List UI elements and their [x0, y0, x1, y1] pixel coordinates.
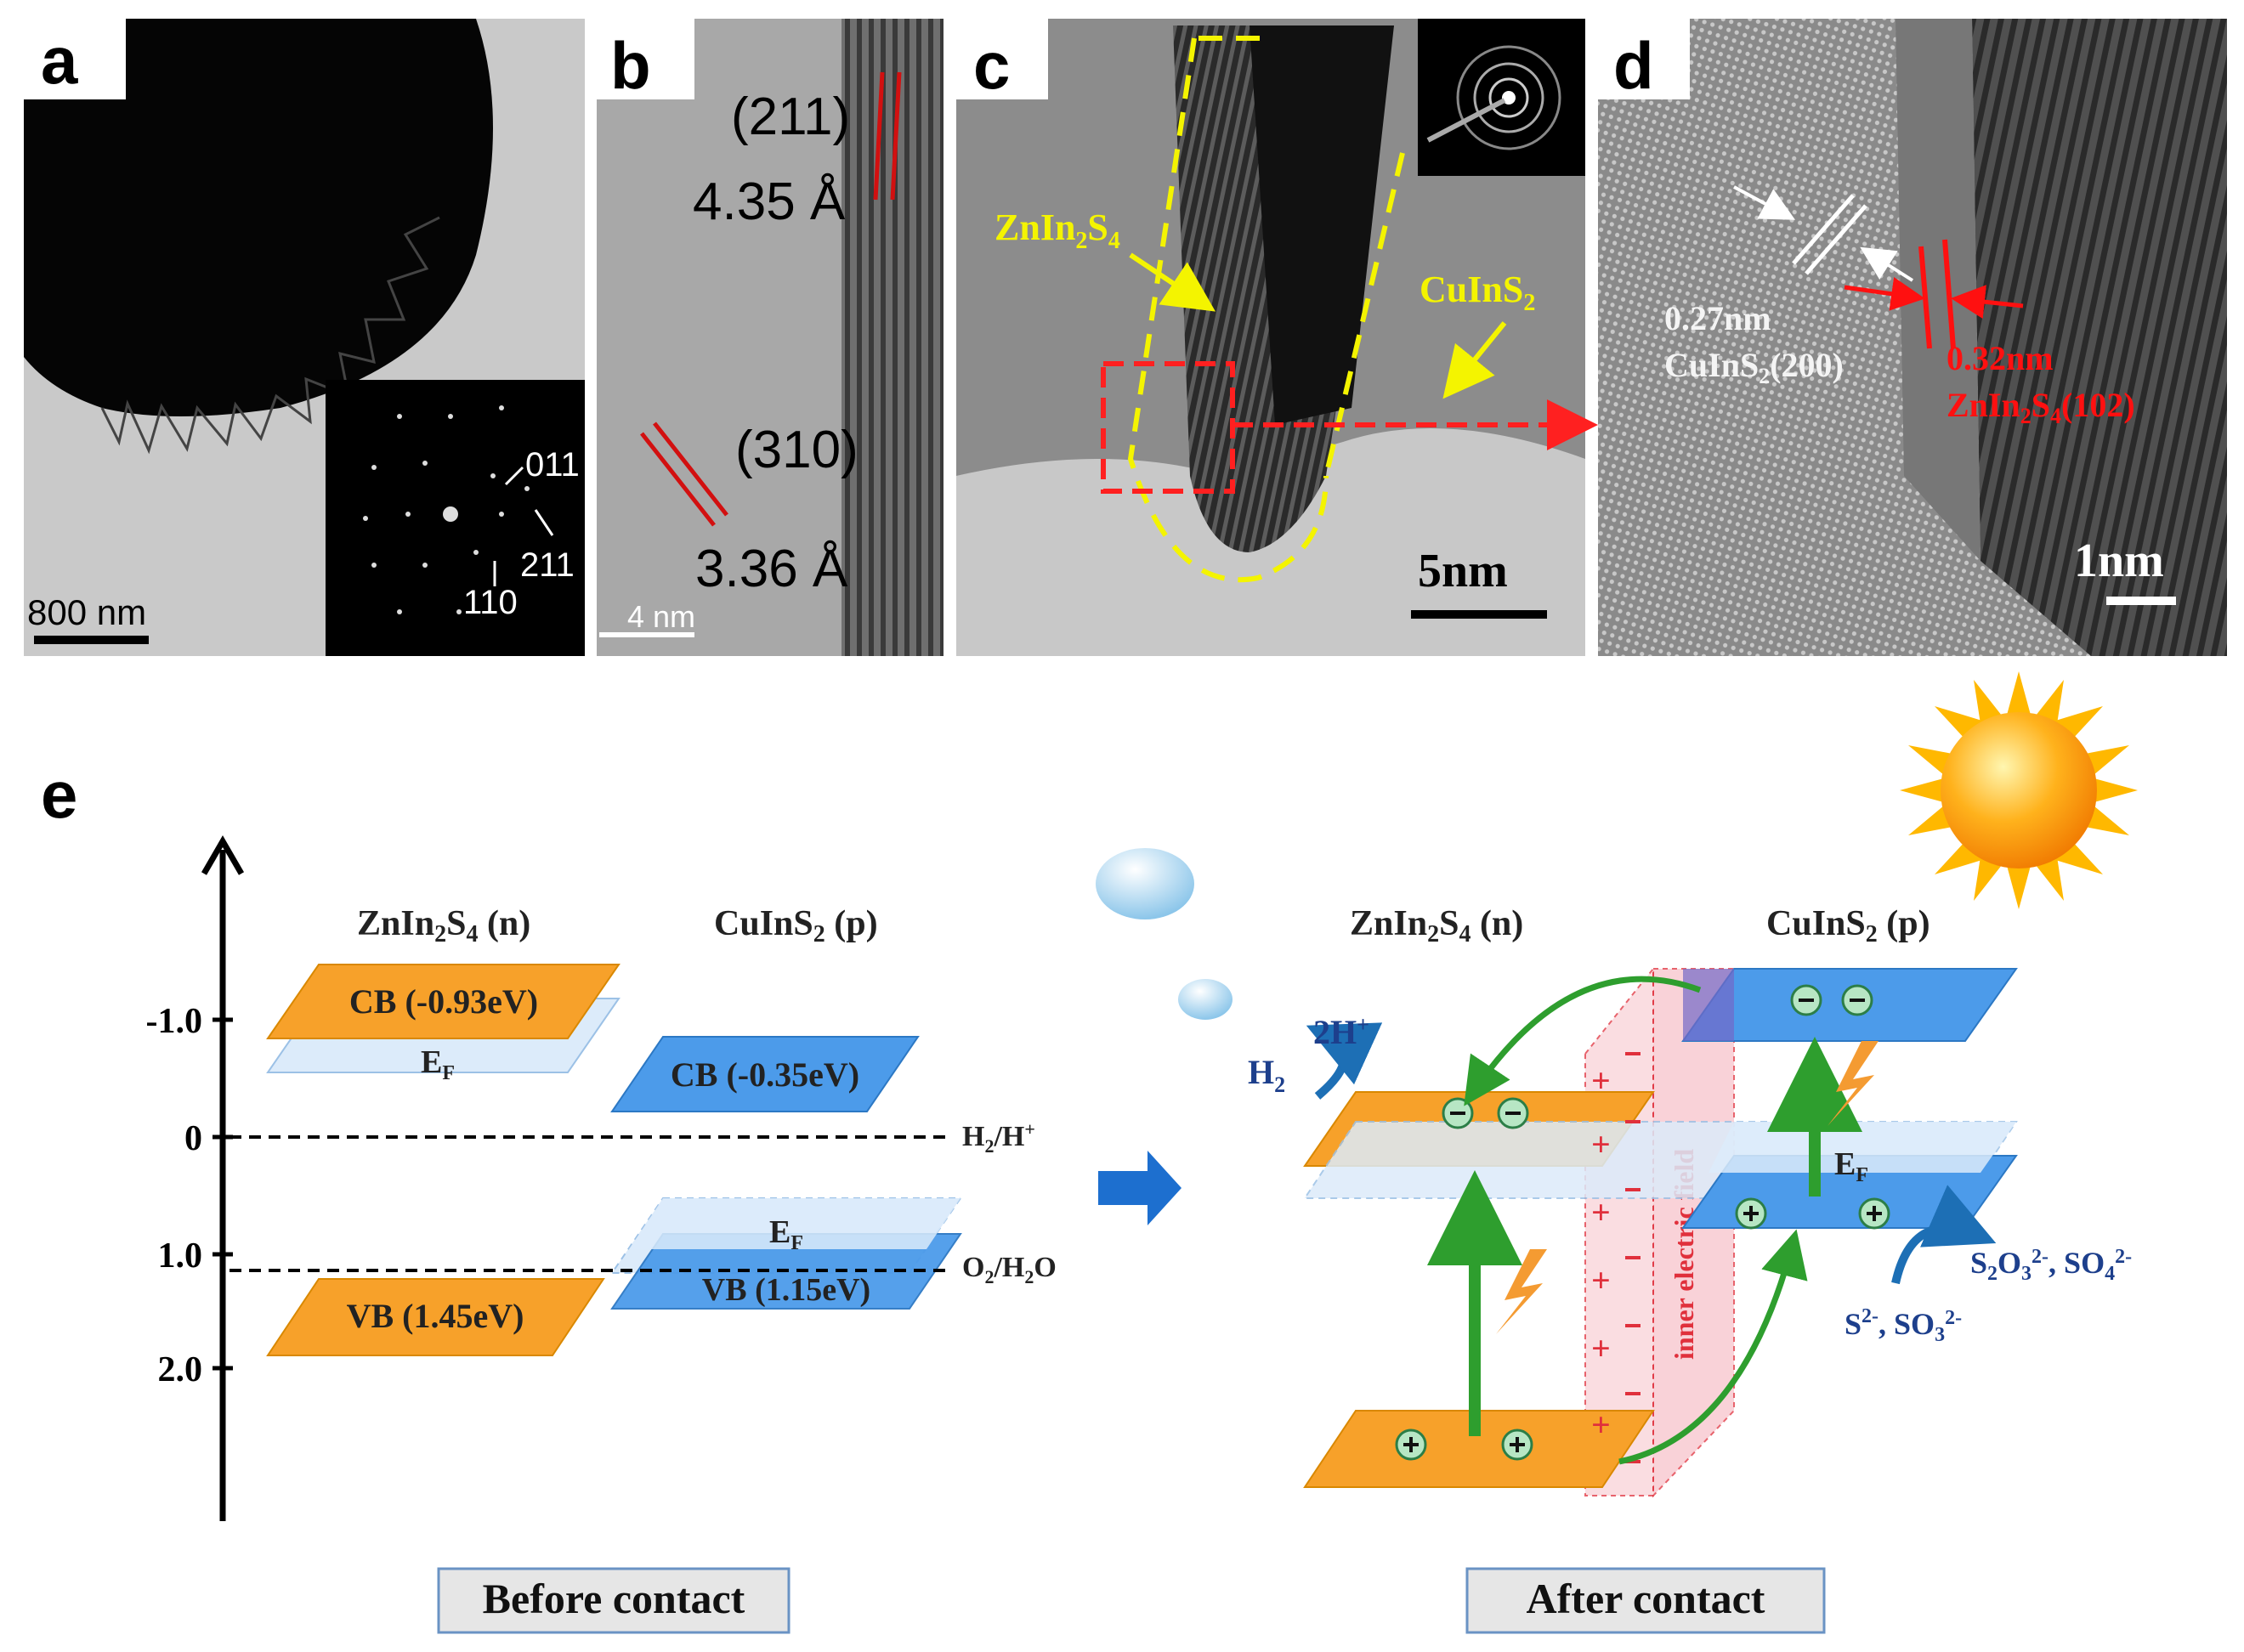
bubble-large	[1096, 848, 1194, 919]
panel-letter-b: b	[610, 28, 651, 103]
svg-text:+: +	[1591, 1261, 1611, 1299]
oxidation-curve-arrow	[1891, 1185, 1997, 1285]
svg-text:+: +	[1591, 1125, 1611, 1163]
plane-label-211: (211)	[731, 88, 850, 146]
label-cuins2-c: CuInS2	[1420, 269, 1535, 316]
label-oxidation-products: S2O32-, SO42-	[1970, 1246, 2132, 1285]
d-spacing-027: 0.27nm	[1664, 299, 1771, 337]
before-cis-vb-label: VB (1.15eV)	[702, 1272, 870, 1308]
saed-inset-c	[1418, 19, 1585, 176]
before-cis-ef-label-top: EF	[769, 1214, 803, 1254]
svg-text:+: +	[1591, 1193, 1611, 1231]
before-zis-cb-band	[266, 964, 620, 1039]
panel-e: e -1.0 0 1.0 2.0 ZnIn2S4 (n) CuInS2 (p) …	[41, 671, 2138, 1634]
label-2h-plus: 2H+	[1313, 1012, 1369, 1051]
d-spacing-336: 3.36 Å	[695, 540, 848, 598]
after-title-cuins2: CuInS2 (p)	[1766, 904, 1930, 948]
panel-a: a 011 211 110 800 nm	[24, 19, 585, 656]
bubble-small	[1178, 979, 1232, 1020]
after-title-znin2s4: ZnIn2S4 (n)	[1350, 904, 1523, 948]
transition-arrow	[1098, 1151, 1182, 1225]
tick-label-2: 2.0	[158, 1350, 203, 1389]
before-cis-cb-band	[610, 1036, 920, 1112]
saed-label-211: 211	[520, 546, 575, 584]
d-spacing-435: 4.35 Å	[693, 173, 846, 231]
panel-letter-a: a	[41, 23, 78, 98]
before-title-cuins2: CuInS2 (p)	[714, 904, 878, 948]
electron-transfer-arrow	[1464, 976, 1702, 1106]
sun-icon	[1900, 671, 2138, 909]
scale-bar-a	[34, 636, 149, 644]
tick-label-1: 1.0	[158, 1236, 203, 1276]
after-ef-label: EF	[1834, 1146, 1868, 1186]
label-oxidation-reactants: S2-, SO32-	[1844, 1305, 1962, 1346]
scale-bar-d	[2106, 597, 2176, 605]
svg-text:+: +	[1591, 1406, 1611, 1444]
hole-markers	[1395, 1197, 1890, 1461]
scale-bar-label-c: 5nm	[1418, 545, 1508, 597]
panel-d: d 0.27nm CuInS2(200) 0.32nm ZnIn2S4(102)…	[1598, 19, 2227, 656]
panel-c: c ZnIn2S4 CuInS2 5nm	[956, 19, 1598, 656]
label-znin2s4-c: ZnIn2S4	[994, 206, 1120, 254]
panel-letter-c: c	[973, 28, 1010, 103]
panel-a-letter-bg	[24, 19, 126, 99]
redox-label-h2: H2/H+	[962, 1118, 1035, 1157]
reduction-curve-arrow	[1306, 1022, 1383, 1100]
before-cis-cb-label: CB (-0.35eV)	[671, 1055, 859, 1094]
saed-label-110: 110	[463, 584, 518, 621]
before-caption-box	[437, 1567, 790, 1634]
after-caption: After contact	[1527, 1575, 1765, 1622]
before-zis-cb-label: CB (-0.93eV)	[349, 982, 538, 1021]
redox-label-o2: O2/H2O	[962, 1252, 1057, 1287]
panel-letter-d: d	[1613, 28, 1654, 103]
plane-cuins2-200: CuInS2(200)	[1664, 346, 1844, 388]
scale-bar-c	[1411, 610, 1547, 619]
saed-label-011: 011	[525, 446, 580, 484]
before-zis-ef-label: EF	[421, 1044, 455, 1084]
after-caption-box	[1465, 1567, 1826, 1634]
lightning-icon	[1496, 1041, 1878, 1334]
panel-b: b (211) 4.35 Å (310) 3.36 Å 4 nm	[597, 19, 944, 656]
d-spacing-032: 0.32nm	[1946, 339, 2054, 377]
svg-text:+: +	[1591, 1329, 1611, 1367]
after-zis-vb-band	[1303, 1410, 1655, 1488]
before-zis-vb-label: VB (1.45eV)	[347, 1297, 524, 1335]
scale-bar-label-b: 4 nm	[627, 599, 695, 634]
hole-transfer-arrow	[1618, 1229, 1808, 1465]
label-h2: H2	[1248, 1053, 1285, 1097]
panel-letter-e: e	[41, 757, 77, 832]
scale-bar-label-a: 800 nm	[27, 592, 146, 632]
scale-bar-label-d: 1nm	[2074, 535, 2164, 587]
plane-label-310: (310)	[735, 421, 858, 479]
tick-label-0: 0	[184, 1119, 202, 1158]
tick-label-m1: -1.0	[146, 1002, 203, 1041]
svg-text:+: +	[1591, 1061, 1611, 1100]
before-caption: Before contact	[483, 1575, 745, 1622]
before-zis-vb-band	[266, 1278, 605, 1356]
plane-znin2s4-102: ZnIn2S4(102)	[1946, 386, 2135, 428]
before-title-znin2s4: ZnIn2S4 (n)	[357, 904, 530, 948]
